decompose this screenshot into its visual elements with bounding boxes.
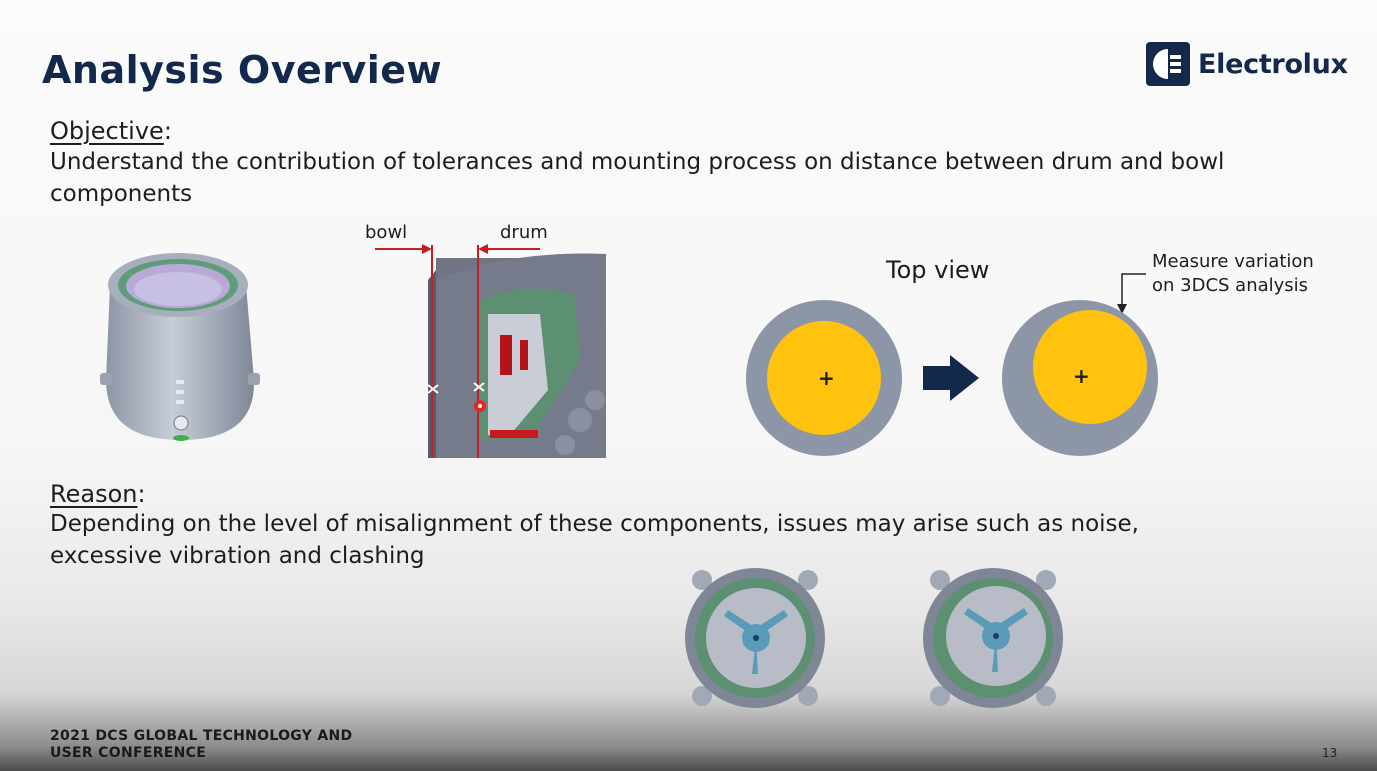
footer-line1: 2021 DCS GLOBAL TECHNOLOGY AND <box>50 728 353 744</box>
bowl-drum-section-image <box>375 244 606 458</box>
reason-text: Depending on the level of misalignment o… <box>50 511 1139 569</box>
right-arrow-icon <box>923 355 979 401</box>
aligned-center-mark: + <box>818 366 835 390</box>
page-number: 13 <box>1322 746 1338 760</box>
conference-footer: 2021 DCS GLOBAL TECHNOLOGY AND USER CONF… <box>50 728 352 762</box>
objective-heading: Objective: <box>50 117 172 145</box>
footer-line2: USER CONFERENCE <box>50 745 207 761</box>
brand-name: Electrolux <box>1198 48 1348 80</box>
electrolux-logo: Electrolux <box>1146 42 1348 86</box>
annotation-leader-arrow-icon <box>1117 273 1146 314</box>
misaligned-drum-circle <box>1033 310 1147 424</box>
electrolux-logo-icon <box>1146 42 1190 86</box>
top-view-label: Top view <box>886 256 990 284</box>
reason-heading-label: Reason <box>50 480 138 508</box>
top-view-diagram <box>746 300 1158 456</box>
bowl-label: bowl <box>365 222 408 243</box>
measure-annotation: Measure variation on 3DCS analysis <box>1152 250 1314 298</box>
misaligned-center-mark: + <box>1073 364 1090 388</box>
drum-label: drum <box>500 222 548 243</box>
objective-text: Understand the contribution of tolerance… <box>50 149 1225 207</box>
measure-annotation-line1: Measure variation <box>1152 251 1314 272</box>
reason-heading: Reason: <box>50 480 146 508</box>
objective-heading-colon: : <box>163 117 172 145</box>
drum-top-image-right <box>923 568 1063 708</box>
reason-heading-colon: : <box>137 480 146 508</box>
measure-annotation-line2: on 3DCS analysis <box>1152 275 1309 296</box>
aligned-drum-circle <box>767 321 881 435</box>
objective-heading-label: Objective <box>50 117 164 145</box>
drum-top-image-left <box>685 568 825 708</box>
slide-title: Analysis Overview <box>42 48 443 92</box>
drum-assembly-3d-image <box>100 253 260 441</box>
